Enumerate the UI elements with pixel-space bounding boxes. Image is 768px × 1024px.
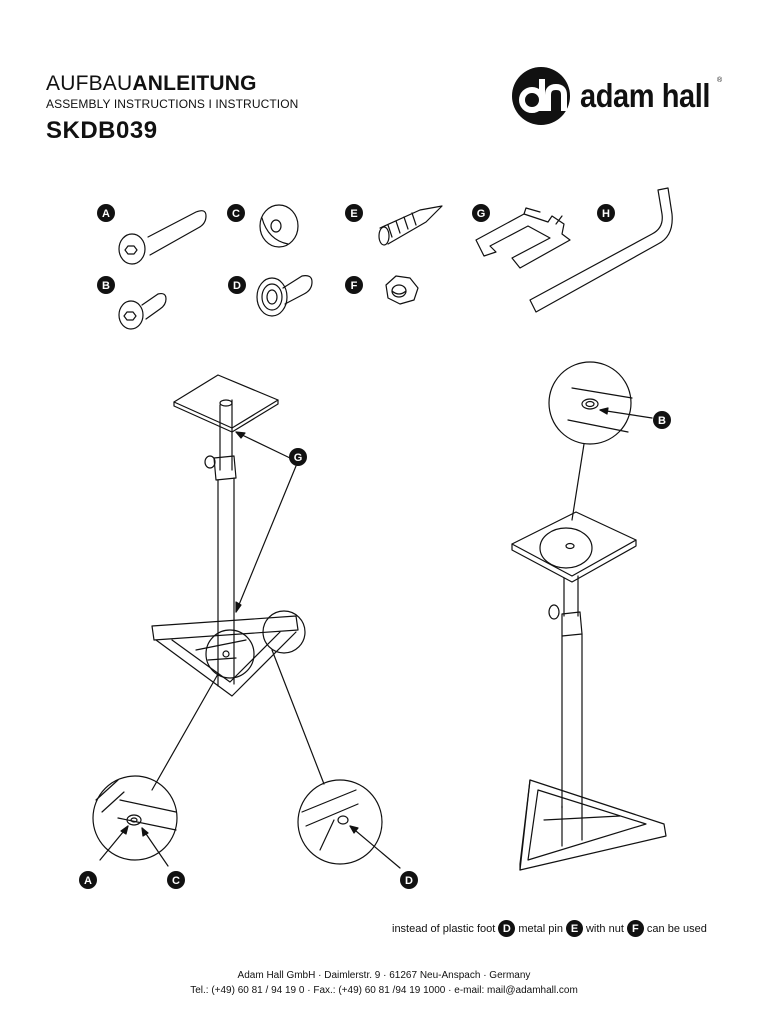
model-number: SKDB039 <box>46 117 158 144</box>
callout-g-arrows <box>235 431 297 613</box>
brand-logo-text: adam hall <box>580 77 711 114</box>
part-labels: A B C D E F G H G B A C D <box>79 204 671 889</box>
document-subtitle: ASSEMBLY INSTRUCTIONS I INSTRUCTION <box>46 97 299 111</box>
callout-g: G <box>294 452 303 464</box>
callout-b: B <box>658 415 666 427</box>
label-d: D <box>233 280 241 292</box>
brand-logo-mark-icon <box>512 67 570 125</box>
note-text-2: metal pin <box>518 922 563 935</box>
label-e: E <box>350 208 357 220</box>
label-b: B <box>102 280 110 292</box>
part-g-clamp-icon <box>475 207 571 269</box>
label-f: F <box>351 280 358 292</box>
part-c-washer-icon <box>259 204 299 248</box>
registered-mark: ® <box>717 77 723 84</box>
part-b-bolt-icon <box>118 292 167 330</box>
part-e-pin-icon <box>378 205 443 246</box>
detail-d-closeup <box>297 779 401 869</box>
label-c: C <box>232 208 240 220</box>
brand-logo: adam hall ® <box>510 65 725 127</box>
title-light: AUFBAU <box>46 72 133 95</box>
footer-contact: Tel.: (+49) 60 81 / 94 19 0 · Fax.: (+49… <box>190 985 578 996</box>
label-a: A <box>102 208 110 220</box>
note-text-4: can be used <box>646 922 707 935</box>
note-text-3: with nut <box>585 922 624 935</box>
note-text-1: instead of plastic foot <box>392 922 496 935</box>
callout-c: C <box>172 875 180 887</box>
note-badge-e: E <box>565 920 583 937</box>
part-d-foot-icon <box>256 275 313 317</box>
right-stand-illustration <box>511 361 667 871</box>
title-bold: ANLEITUNG <box>132 72 257 95</box>
footer-address: Adam Hall GmbH · Daimlerstr. 9 · 61267 N… <box>237 970 531 981</box>
part-h-hex-key-icon <box>529 187 673 313</box>
detail-a-c-closeup <box>92 775 178 867</box>
left-stand-illustration <box>151 374 325 791</box>
alternative-parts-note: instead of plastic foot D metal pin E wi… <box>392 920 707 937</box>
label-h: H <box>602 208 610 220</box>
document-title: AUFBAUANLEITUNG <box>46 72 257 96</box>
part-a-bolt-icon <box>118 210 207 265</box>
note-badge-f: F <box>626 920 644 937</box>
part-f-nut-icon <box>385 275 419 305</box>
label-g: G <box>477 208 486 220</box>
note-badge-d: D <box>498 920 516 937</box>
callout-d: D <box>405 875 413 887</box>
callout-a: A <box>84 875 92 887</box>
